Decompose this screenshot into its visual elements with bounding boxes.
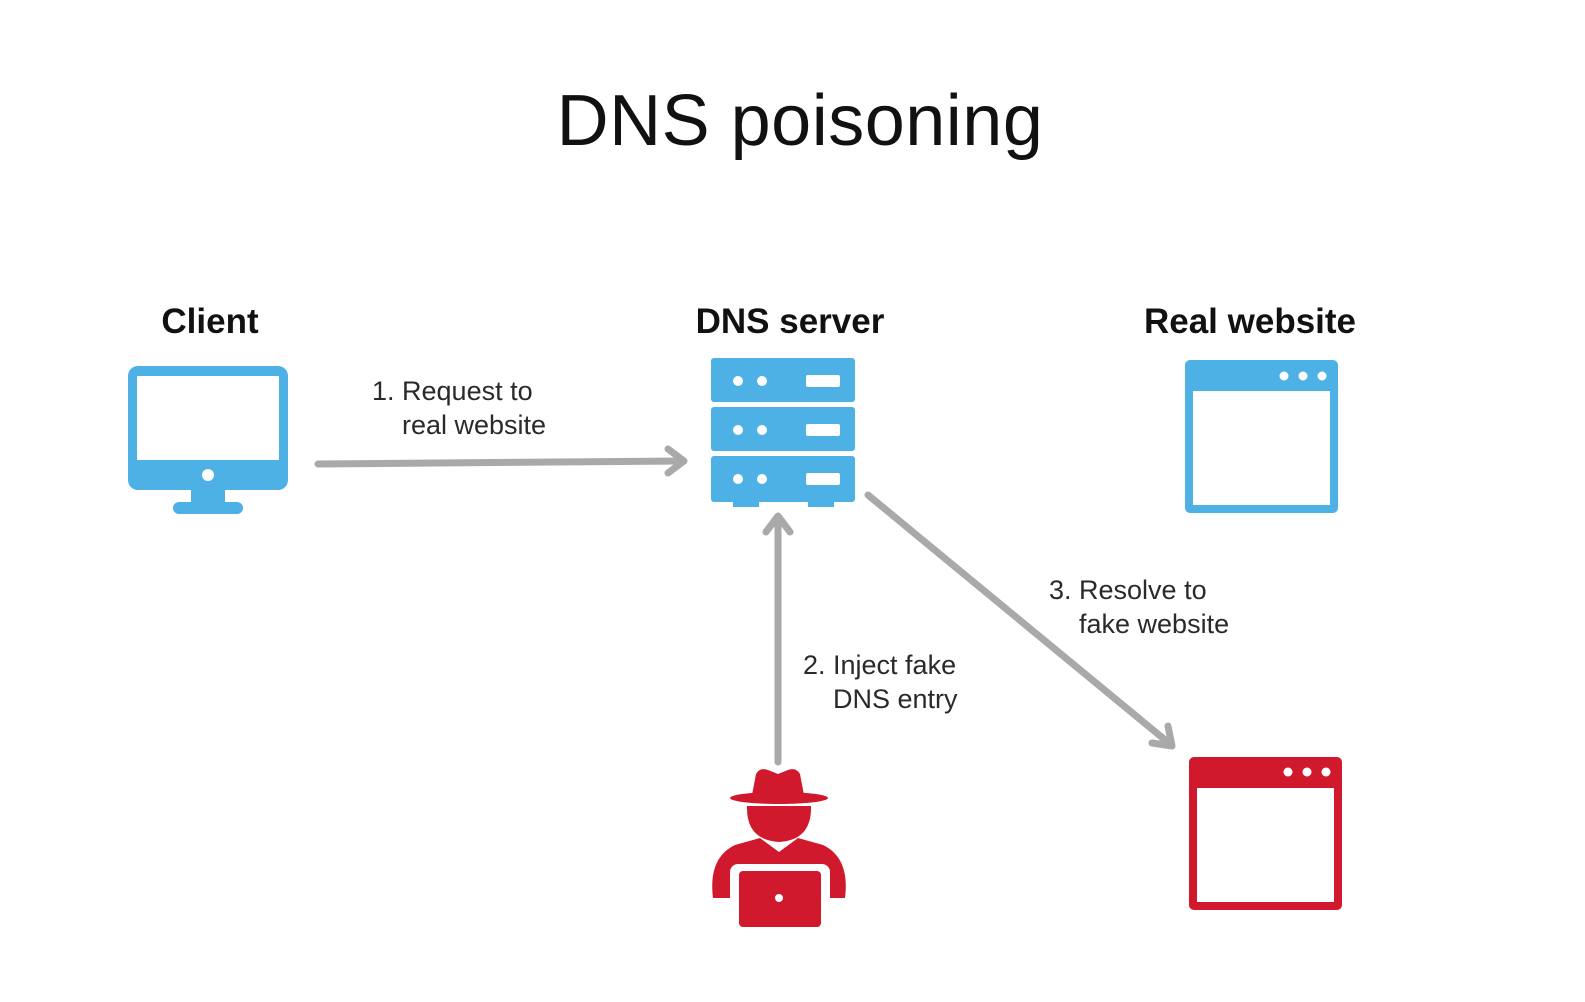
monitor-icon (128, 366, 288, 514)
fake-website-window-icon (1189, 757, 1342, 910)
real-website-label: Real website (1143, 302, 1357, 341)
page-title: DNS poisoning (556, 81, 1044, 161)
real-website-window-icon (1185, 360, 1338, 513)
step-2-label: 2. Inject fake DNS entry (803, 648, 958, 716)
dns-server-label: DNS server (695, 302, 885, 341)
server-icon (711, 358, 855, 507)
arrow-resolve (864, 491, 1176, 750)
arrow-inject (762, 512, 794, 766)
step-3-line-2: fake website (1079, 609, 1230, 639)
step-1-line-2: real website (402, 410, 547, 440)
arrow-request (314, 445, 688, 477)
step-3-line-1: 3. Resolve to (1049, 575, 1207, 605)
step-2-line-2: DNS entry (833, 684, 958, 714)
step-3-label: 3. Resolve to fake website (1049, 573, 1229, 641)
step-2-line-1: 2. Inject fake (803, 650, 957, 680)
step-1-label: 1. Request to real website (372, 374, 546, 442)
step-1-line-1: 1. Request to (372, 376, 533, 406)
client-label: Client (161, 302, 259, 341)
hacker-icon (712, 769, 846, 928)
